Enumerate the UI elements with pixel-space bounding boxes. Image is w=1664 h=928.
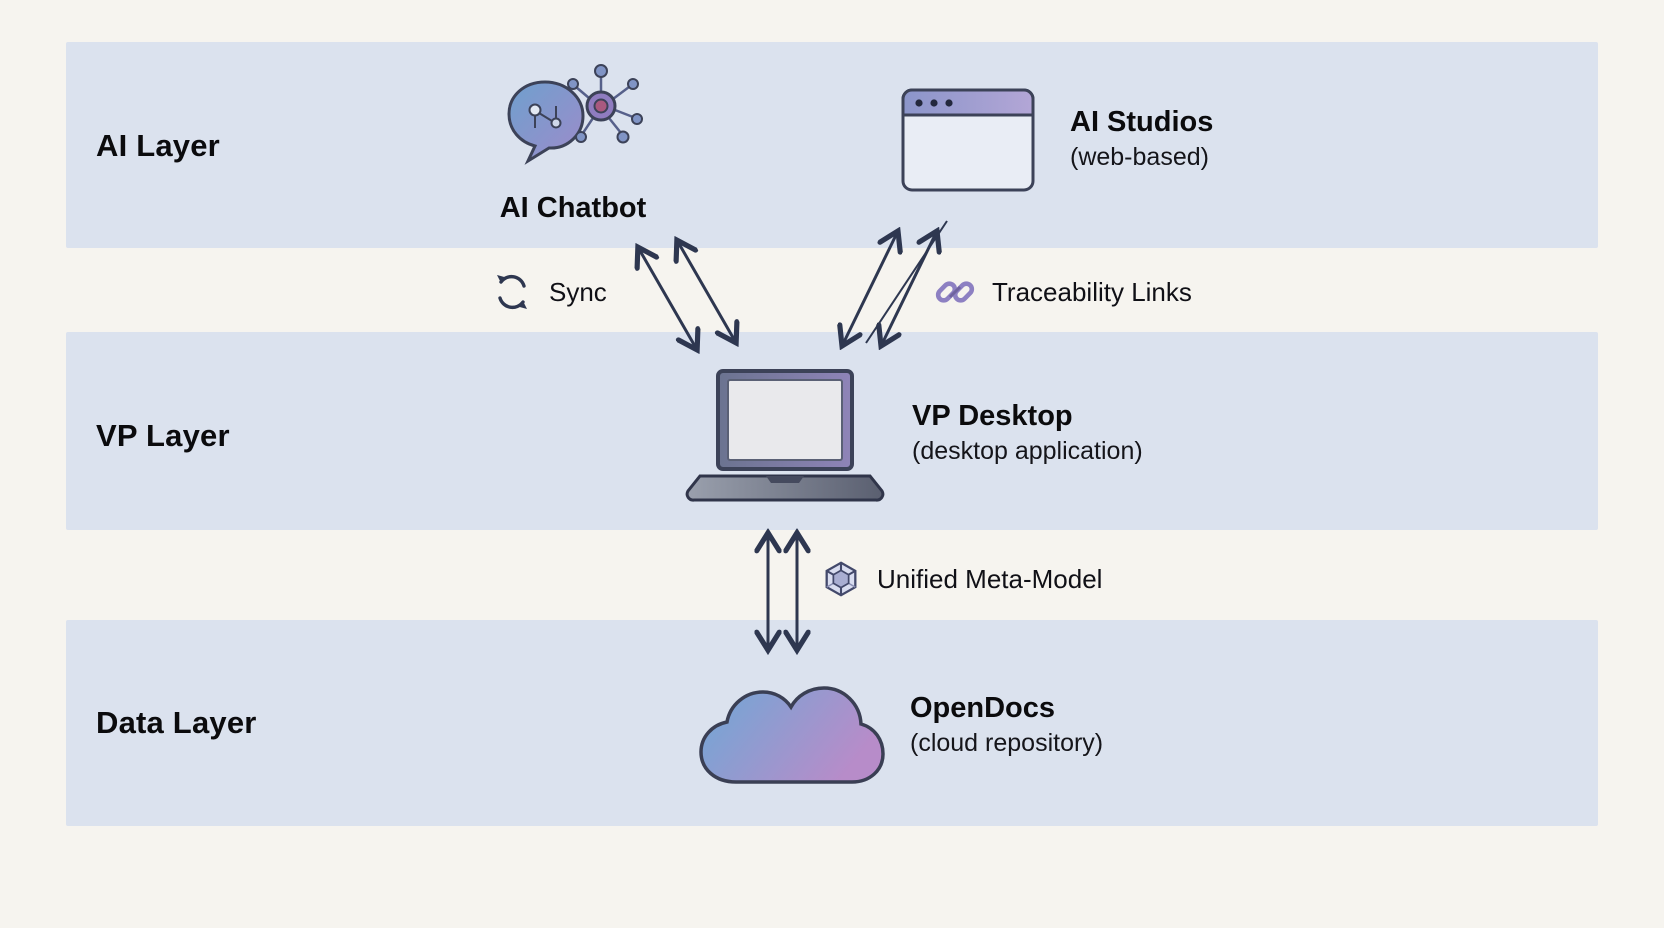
chatbot-title: AI Chatbot (499, 192, 647, 224)
browser-window-icon (901, 88, 1035, 192)
connection-label-sync: Sync (490, 270, 607, 314)
vp-layer-label: VP Layer (96, 418, 230, 453)
sync-arrows-icon (497, 274, 527, 310)
desktop-title: VP Desktop (912, 400, 1073, 432)
node-ai-chatbot: AI Chatbot (483, 62, 663, 227)
ai-layer-label: AI Layer (96, 128, 220, 163)
chain-link-icon (935, 281, 975, 303)
node-ai-studios: AI Studios (web-based) (898, 84, 1213, 198)
desktop-subtitle: (desktop application) (912, 437, 1143, 465)
cube-icon (825, 561, 857, 597)
arrow-studios-desktop-2 (882, 233, 936, 344)
arrow-studios-desktop-1 (843, 233, 897, 344)
connection-label-traceability: Traceability Links (933, 270, 1192, 314)
chatbot-icon (507, 64, 643, 165)
cloud-icon (699, 686, 885, 784)
metamodel-label: Unified Meta-Model (877, 563, 1103, 594)
sync-label: Sync (549, 276, 607, 307)
opendocs-subtitle: (cloud repository) (910, 729, 1104, 757)
node-vp-desktop: VP Desktop (desktop application) (678, 366, 1143, 508)
arrow-chatbot-desktop-2 (678, 242, 735, 341)
studios-subtitle: (web-based) (1070, 143, 1209, 171)
data-layer-label: Data Layer (96, 705, 257, 740)
laptop-icon (685, 369, 885, 502)
node-opendocs: OpenDocs (cloud repository) (686, 666, 1103, 798)
studios-title: AI Studios (1070, 106, 1214, 138)
ai-layer-band (66, 42, 1598, 248)
connection-label-metamodel: Unified Meta-Model (820, 558, 1102, 600)
opendocs-title: OpenDocs (910, 692, 1056, 724)
traceability-label: Traceability Links (992, 276, 1192, 307)
